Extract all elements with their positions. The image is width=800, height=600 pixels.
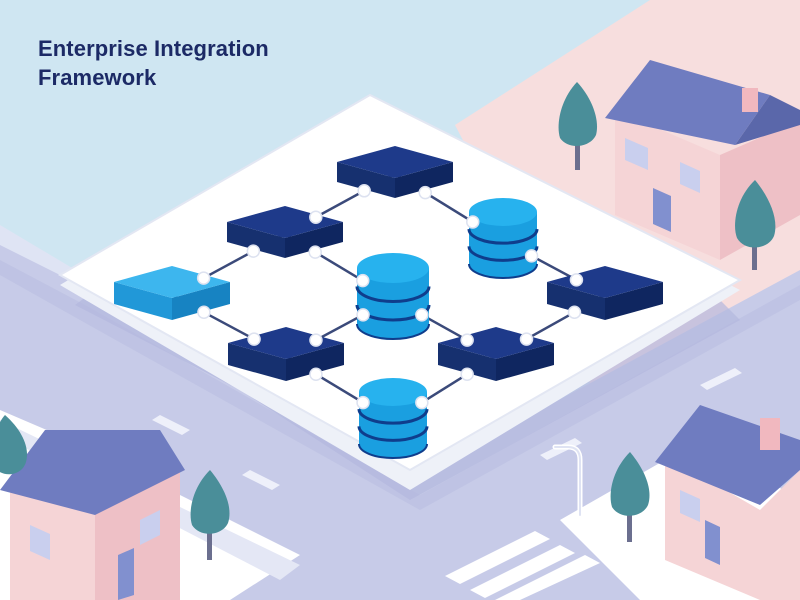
connector-dot [567, 305, 582, 320]
connector-dot [309, 210, 323, 224]
connector-dot [196, 271, 211, 285]
connector-dot [519, 332, 534, 346]
connector-dot [569, 273, 584, 287]
connector-dot [309, 333, 323, 347]
connection-dots [196, 184, 584, 410]
connector-dot [524, 249, 539, 263]
tree-icon [0, 415, 27, 475]
connector-dot [356, 308, 370, 322]
connector-dot [356, 273, 370, 288]
connector-dot [418, 185, 432, 200]
connector-dot [308, 245, 322, 259]
connector-dot [466, 215, 480, 229]
house-lower-right [655, 405, 800, 600]
connector-dot [309, 367, 323, 381]
tree-icon [190, 470, 230, 560]
connector-dot [197, 305, 211, 320]
server-top-server-icon [337, 146, 453, 198]
database-bottom-database-icon [357, 378, 429, 459]
connector-dot [357, 184, 371, 198]
crosswalk [445, 531, 600, 600]
house-lower-left [0, 430, 185, 600]
connector-dot [415, 308, 429, 322]
title-line-1: Enterprise Integration [38, 36, 269, 61]
connector-dot [415, 395, 429, 410]
road-shadow [0, 260, 800, 510]
database-center-database-icon [355, 253, 431, 340]
connector-dot [460, 333, 474, 347]
connector-dot [246, 244, 261, 258]
connector-dot [356, 395, 370, 410]
connector-dot [247, 332, 261, 346]
database-upper-right-database-icon [467, 198, 539, 279]
connector-dot [460, 367, 474, 381]
page-title: Enterprise Integration Framework [38, 34, 269, 92]
tree-icon [558, 82, 598, 170]
street-lamp [552, 444, 583, 518]
title-line-2: Framework [38, 65, 157, 90]
tree-icon [610, 452, 650, 542]
tree-icon [735, 180, 776, 270]
